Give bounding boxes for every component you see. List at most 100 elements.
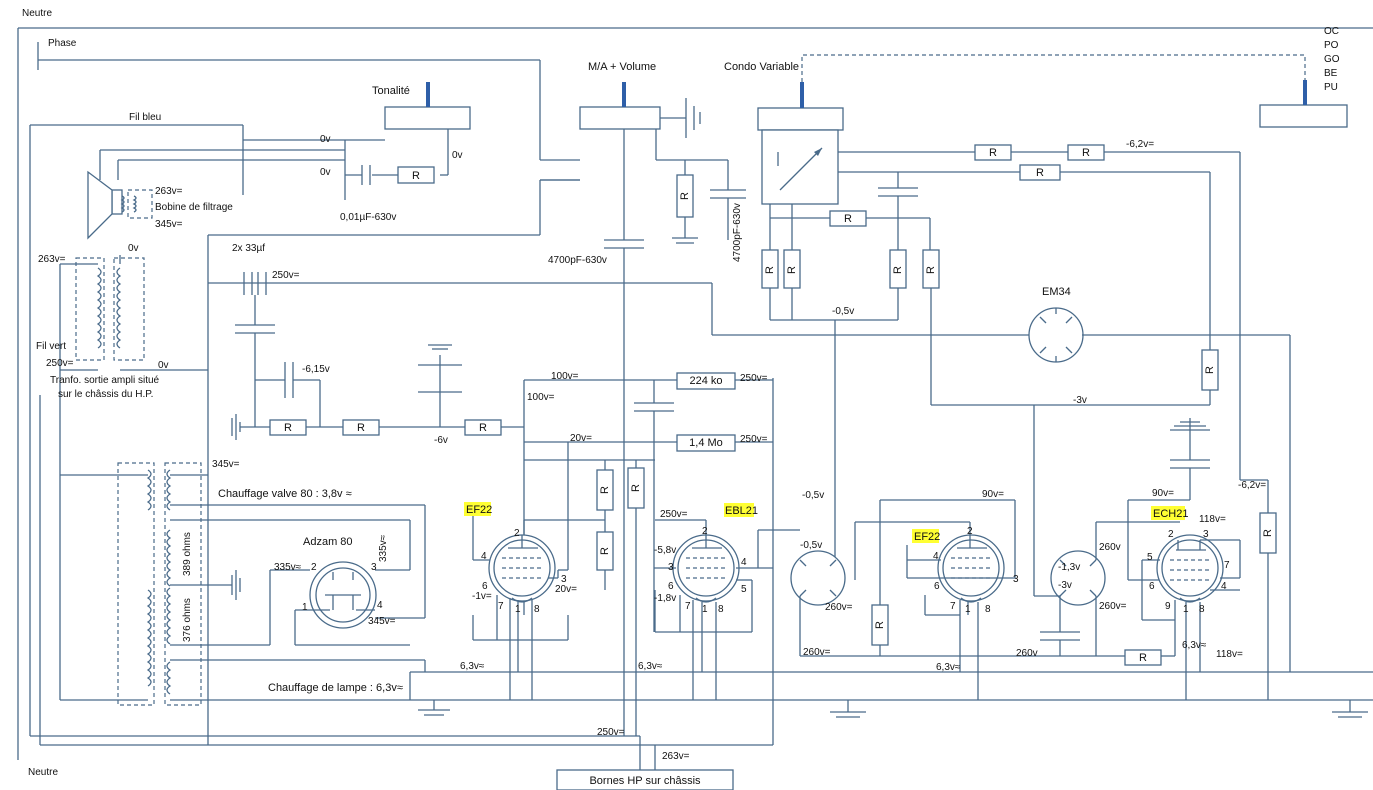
adzam-p2: 2 [311, 562, 317, 573]
v0-tone-a: 0v [320, 134, 331, 145]
res-volume: R [679, 192, 691, 200]
res-g1: R [599, 486, 611, 494]
ef22b-p3: 3 [1013, 574, 1019, 585]
tube-ech21: ECH21 [1153, 508, 1188, 520]
ef22a-p4: 4 [481, 551, 487, 562]
v58: -5,8v [654, 545, 676, 556]
ef22b-p2: 2 [967, 526, 973, 537]
v20b: 20v= [555, 584, 577, 595]
v615: -6,15v [302, 364, 330, 375]
band-pu: PU [1324, 82, 1338, 93]
v90a: 90v= [982, 489, 1004, 500]
heater-rails [410, 699, 1373, 718]
ech21-p6: 6 [1149, 581, 1155, 592]
res-cv-2: R [1082, 147, 1090, 159]
label-fil-bleu: Fil bleu [129, 112, 161, 123]
v1: -1v= [472, 591, 492, 602]
v62b: -6,2v= [1238, 480, 1266, 491]
adzam-p1: 1 [302, 602, 308, 613]
v0-transfo-b: 0v [158, 360, 169, 371]
ef22-left-tube [472, 515, 605, 700]
v118b: 118v= [1216, 649, 1243, 660]
cap-4700a: 4700pF-630v [548, 255, 607, 266]
ef22a-p6: 6 [482, 581, 488, 592]
ech21-p5: 5 [1147, 552, 1153, 563]
v05c: -0,5v [800, 540, 822, 551]
ef22a-p8: 8 [534, 604, 540, 615]
ebl21-p3: 3 [668, 562, 674, 573]
label-fil-vert: Fil vert [36, 341, 66, 352]
label-neutre-top: Neutre [22, 8, 52, 19]
variable-capacitor [757, 54, 1306, 580]
ef22a-p1: 1 [515, 604, 521, 615]
v118a: 118v= [1199, 514, 1226, 525]
tube-ef22-b: EF22 [914, 531, 940, 543]
ebl21-p4: 4 [741, 557, 747, 568]
ebl21-tube [654, 519, 800, 700]
ebl21-p2: 2 [702, 526, 708, 537]
v260d: 260v= [1099, 601, 1127, 612]
ebl21-p7: 7 [685, 601, 691, 612]
ef22a-p3: 3 [561, 574, 567, 585]
band-po: PO [1324, 40, 1339, 51]
ohm376: 376 ohms [182, 598, 193, 642]
v263b: 263v= [38, 254, 66, 265]
res-f3: R [479, 422, 487, 434]
em34-tube [208, 282, 1291, 672]
v250b: 250v= [272, 270, 300, 281]
v260e: 260v [1016, 648, 1038, 659]
label-tranfo-1: Tranfo. sortie ampli situé [50, 375, 160, 386]
v05b: -0,5v [802, 490, 824, 501]
res-tone: R [412, 170, 420, 182]
v100a: 100v= [551, 371, 579, 382]
band-oc: OC [1324, 26, 1339, 37]
band-selector [1259, 80, 1348, 128]
res-14m: 1,4 Mo [689, 437, 723, 449]
v260c: 260v [1099, 542, 1121, 553]
label-tonalite: Tonalité [372, 85, 410, 97]
v263a: 263v= [155, 186, 183, 197]
v63b: 6,3v≈ [638, 661, 663, 672]
ech21-p9: 9 [1165, 601, 1171, 612]
v345c: 345v= [368, 616, 396, 627]
v13: -1,3v [1058, 562, 1080, 573]
v250c: 250v= [740, 373, 768, 384]
volume-control [540, 82, 746, 736]
adzam-p4: 4 [377, 600, 383, 611]
v3a: -3v [1073, 395, 1087, 406]
ebl21-p5: 5 [741, 584, 747, 595]
v250f: 250v= [597, 727, 625, 738]
label-chauffage-lampe: Chauffage de lampe : 6,3v≈ [268, 682, 403, 694]
adzam-p3: 3 [371, 562, 377, 573]
detector-tube-middle [790, 550, 1175, 666]
res-f1: R [284, 422, 292, 434]
tube-ef22-a: EF22 [466, 504, 492, 516]
ef22a-p7: 7 [498, 601, 504, 612]
detector-tube-right [1033, 405, 1180, 656]
v63c: 6,3v≈ [936, 662, 961, 673]
res-ef22b: R [874, 621, 886, 629]
label-condo-variable: Condo Variable [724, 61, 799, 73]
v250d: 250v= [740, 434, 768, 445]
cap-001: 0,01µF-630v [340, 212, 396, 223]
label-bornes: Bornes HP sur châssis [589, 775, 701, 787]
filter-caps [231, 272, 524, 440]
ech21-p2: 2 [1168, 529, 1174, 540]
v335a: 335v≈ [274, 562, 302, 573]
ohm389: 389 ohms [182, 532, 193, 576]
v345b: 345v= [212, 459, 240, 470]
v05a: -0,5v [832, 306, 854, 317]
v63d: 6,3v≈ [1182, 640, 1207, 651]
speaker-terminals [556, 736, 734, 790]
v0-tone-b: 0v [320, 167, 331, 178]
v62a: -6,2v= [1126, 139, 1154, 150]
v260a: 260v= [825, 602, 853, 613]
v6: -6v [434, 435, 448, 446]
ech21-p1: 1 [1183, 604, 1189, 615]
res-g3: R [630, 484, 642, 492]
res-em34: R [1204, 366, 1216, 374]
ef22b-p7: 7 [950, 601, 956, 612]
mains-wiring [17, 27, 1373, 760]
ech21-tube [1127, 418, 1277, 700]
band-go: GO [1324, 54, 1340, 65]
